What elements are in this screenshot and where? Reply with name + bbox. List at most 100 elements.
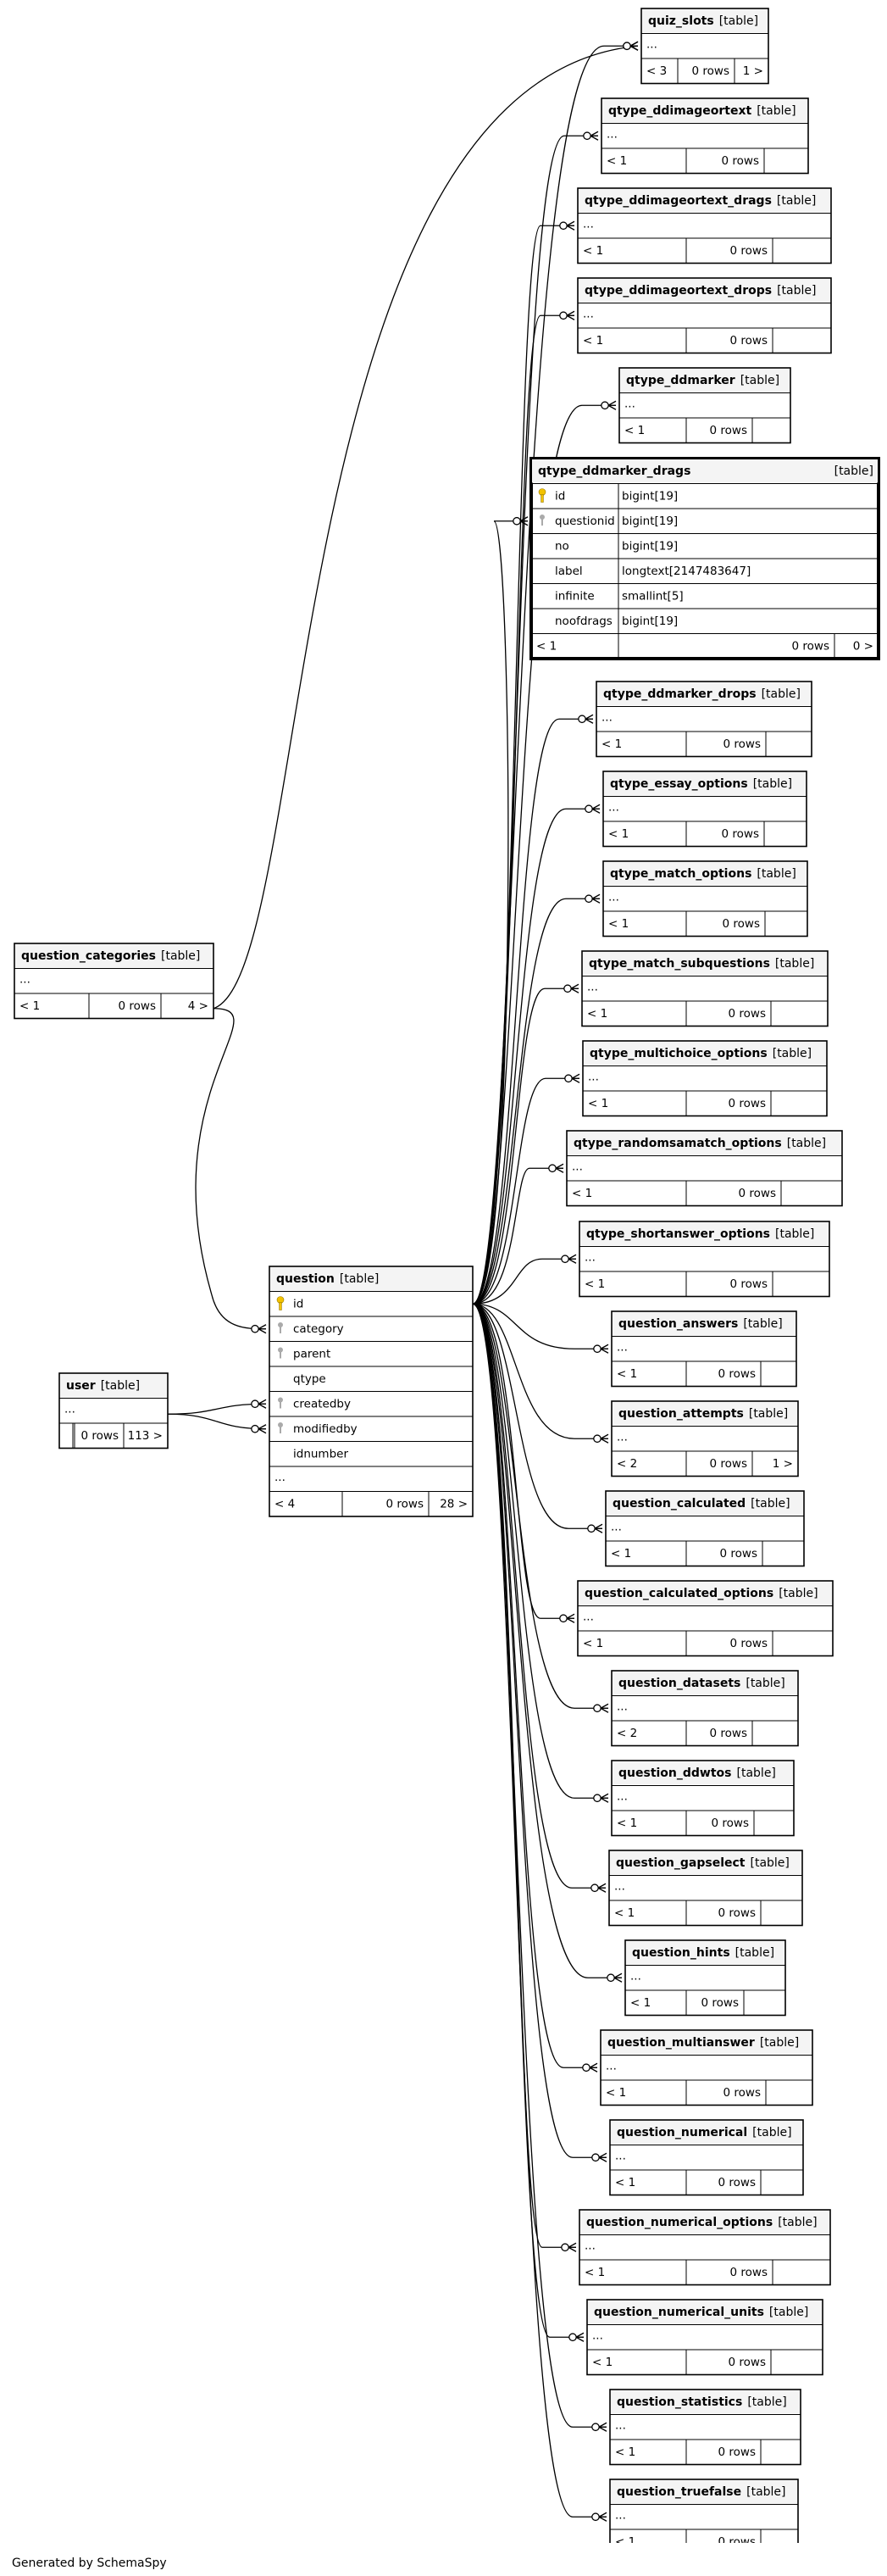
- parent-count[interactable]: < 1: [587, 1007, 607, 1021]
- parent-count[interactable]: < 3: [646, 64, 667, 78]
- parent-count[interactable]: < 1: [630, 1996, 651, 2010]
- column-row-qtype[interactable]: qtype: [269, 1366, 473, 1386]
- table-question-numerical-options[interactable]: question_numerical_options [table]...< 1…: [579, 2209, 831, 2286]
- parent-count[interactable]: < 2: [617, 1727, 637, 1740]
- relation-line-question-to-qtype-multichoice-options: [472, 1077, 579, 1305]
- child-count[interactable]: 4 >: [188, 999, 208, 1013]
- table-question-calculated-options[interactable]: question_calculated_options [table]...< …: [577, 1580, 834, 1657]
- row-count: 0 rows: [718, 2535, 756, 2543]
- column-row-category[interactable]: category: [269, 1316, 473, 1336]
- table-name: question_datasets: [618, 1677, 740, 1690]
- parent-count[interactable]: < 1: [615, 2176, 635, 2189]
- table-name: qtype_essay_options: [610, 777, 748, 791]
- crows-foot-marker: [591, 2422, 607, 2432]
- child-count[interactable]: 1 >: [773, 1457, 793, 1471]
- column-type: longtext[2147483647]: [622, 565, 751, 578]
- parent-count[interactable]: < 1: [611, 1547, 631, 1561]
- parent-count[interactable]: < 1: [608, 827, 629, 841]
- column-row-idnumber[interactable]: idnumber: [269, 1441, 473, 1461]
- parent-count[interactable]: < 1: [583, 1637, 603, 1650]
- column-row-createdby[interactable]: createdby: [269, 1391, 473, 1411]
- child-count[interactable]: 1 >: [743, 64, 763, 78]
- more-columns-ellipsis: ...: [592, 2329, 603, 2343]
- row-count: 0 rows: [723, 737, 761, 751]
- parent-count[interactable]: < 1: [536, 640, 557, 654]
- parent-count[interactable]: < 1: [606, 2086, 626, 2100]
- table-kind-tag: [table]: [760, 2036, 799, 2050]
- column-row-modifiedby[interactable]: modifiedby: [269, 1416, 473, 1436]
- parent-count[interactable]: < 2: [617, 1457, 637, 1471]
- parent-count[interactable]: < 1: [583, 334, 603, 348]
- parent-count[interactable]: < 1: [572, 1187, 592, 1200]
- parent-count[interactable]: < 1: [585, 1277, 605, 1291]
- relation-line-question-to-question-truefalse: [472, 1303, 607, 2518]
- child-count[interactable]: 0 >: [853, 640, 873, 654]
- parent-count[interactable]: < 4: [274, 1498, 295, 1511]
- parent-count[interactable]: < 1: [615, 2535, 635, 2543]
- parent-count[interactable]: < 1: [617, 1817, 637, 1830]
- parent-count[interactable]: < 1: [601, 737, 622, 751]
- parent-count[interactable]: < 1: [583, 244, 603, 258]
- child-count[interactable]: 28 >: [440, 1498, 468, 1511]
- parent-count[interactable]: < 1: [617, 1367, 637, 1381]
- column-name: category: [293, 1322, 344, 1336]
- parent-count[interactable]: < 1: [607, 154, 627, 168]
- table-kind-tag: [table]: [740, 374, 779, 387]
- parent-count[interactable]: < 1: [588, 1097, 608, 1110]
- parent-count[interactable]: < 1: [624, 424, 645, 437]
- parent-count[interactable]: < 1: [608, 917, 629, 931]
- more-columns-ellipsis: ...: [615, 2150, 626, 2163]
- crows-foot-marker: [251, 1399, 267, 1409]
- table-kind-tag: [table]: [757, 867, 796, 881]
- relations: [167, 41, 639, 2522]
- more-columns-ellipsis: ...: [583, 218, 594, 231]
- table-qtype-randomsamatch-options[interactable]: qtype_randomsamatch_options [table]...< …: [566, 1130, 843, 1207]
- row-count: 0 rows: [701, 1996, 739, 2010]
- column-row-parent[interactable]: parent: [269, 1341, 473, 1361]
- parent-count[interactable]: < 1: [592, 2356, 613, 2369]
- parent-count[interactable]: < 1: [585, 2266, 605, 2279]
- crows-foot-marker: [590, 1883, 607, 1893]
- child-count[interactable]: 113 >: [128, 1429, 163, 1443]
- parent-count[interactable]: < 1: [614, 1906, 635, 1920]
- column-row-id[interactable]: id: [276, 1296, 303, 1311]
- table-question[interactable]: question [table]idcategoryparentqtypecre…: [269, 1266, 474, 1517]
- parent-count[interactable]: < 1: [19, 999, 40, 1013]
- table-name: qtype_ddimageortext: [608, 104, 751, 118]
- parent-count[interactable]: < 1: [615, 2445, 635, 2459]
